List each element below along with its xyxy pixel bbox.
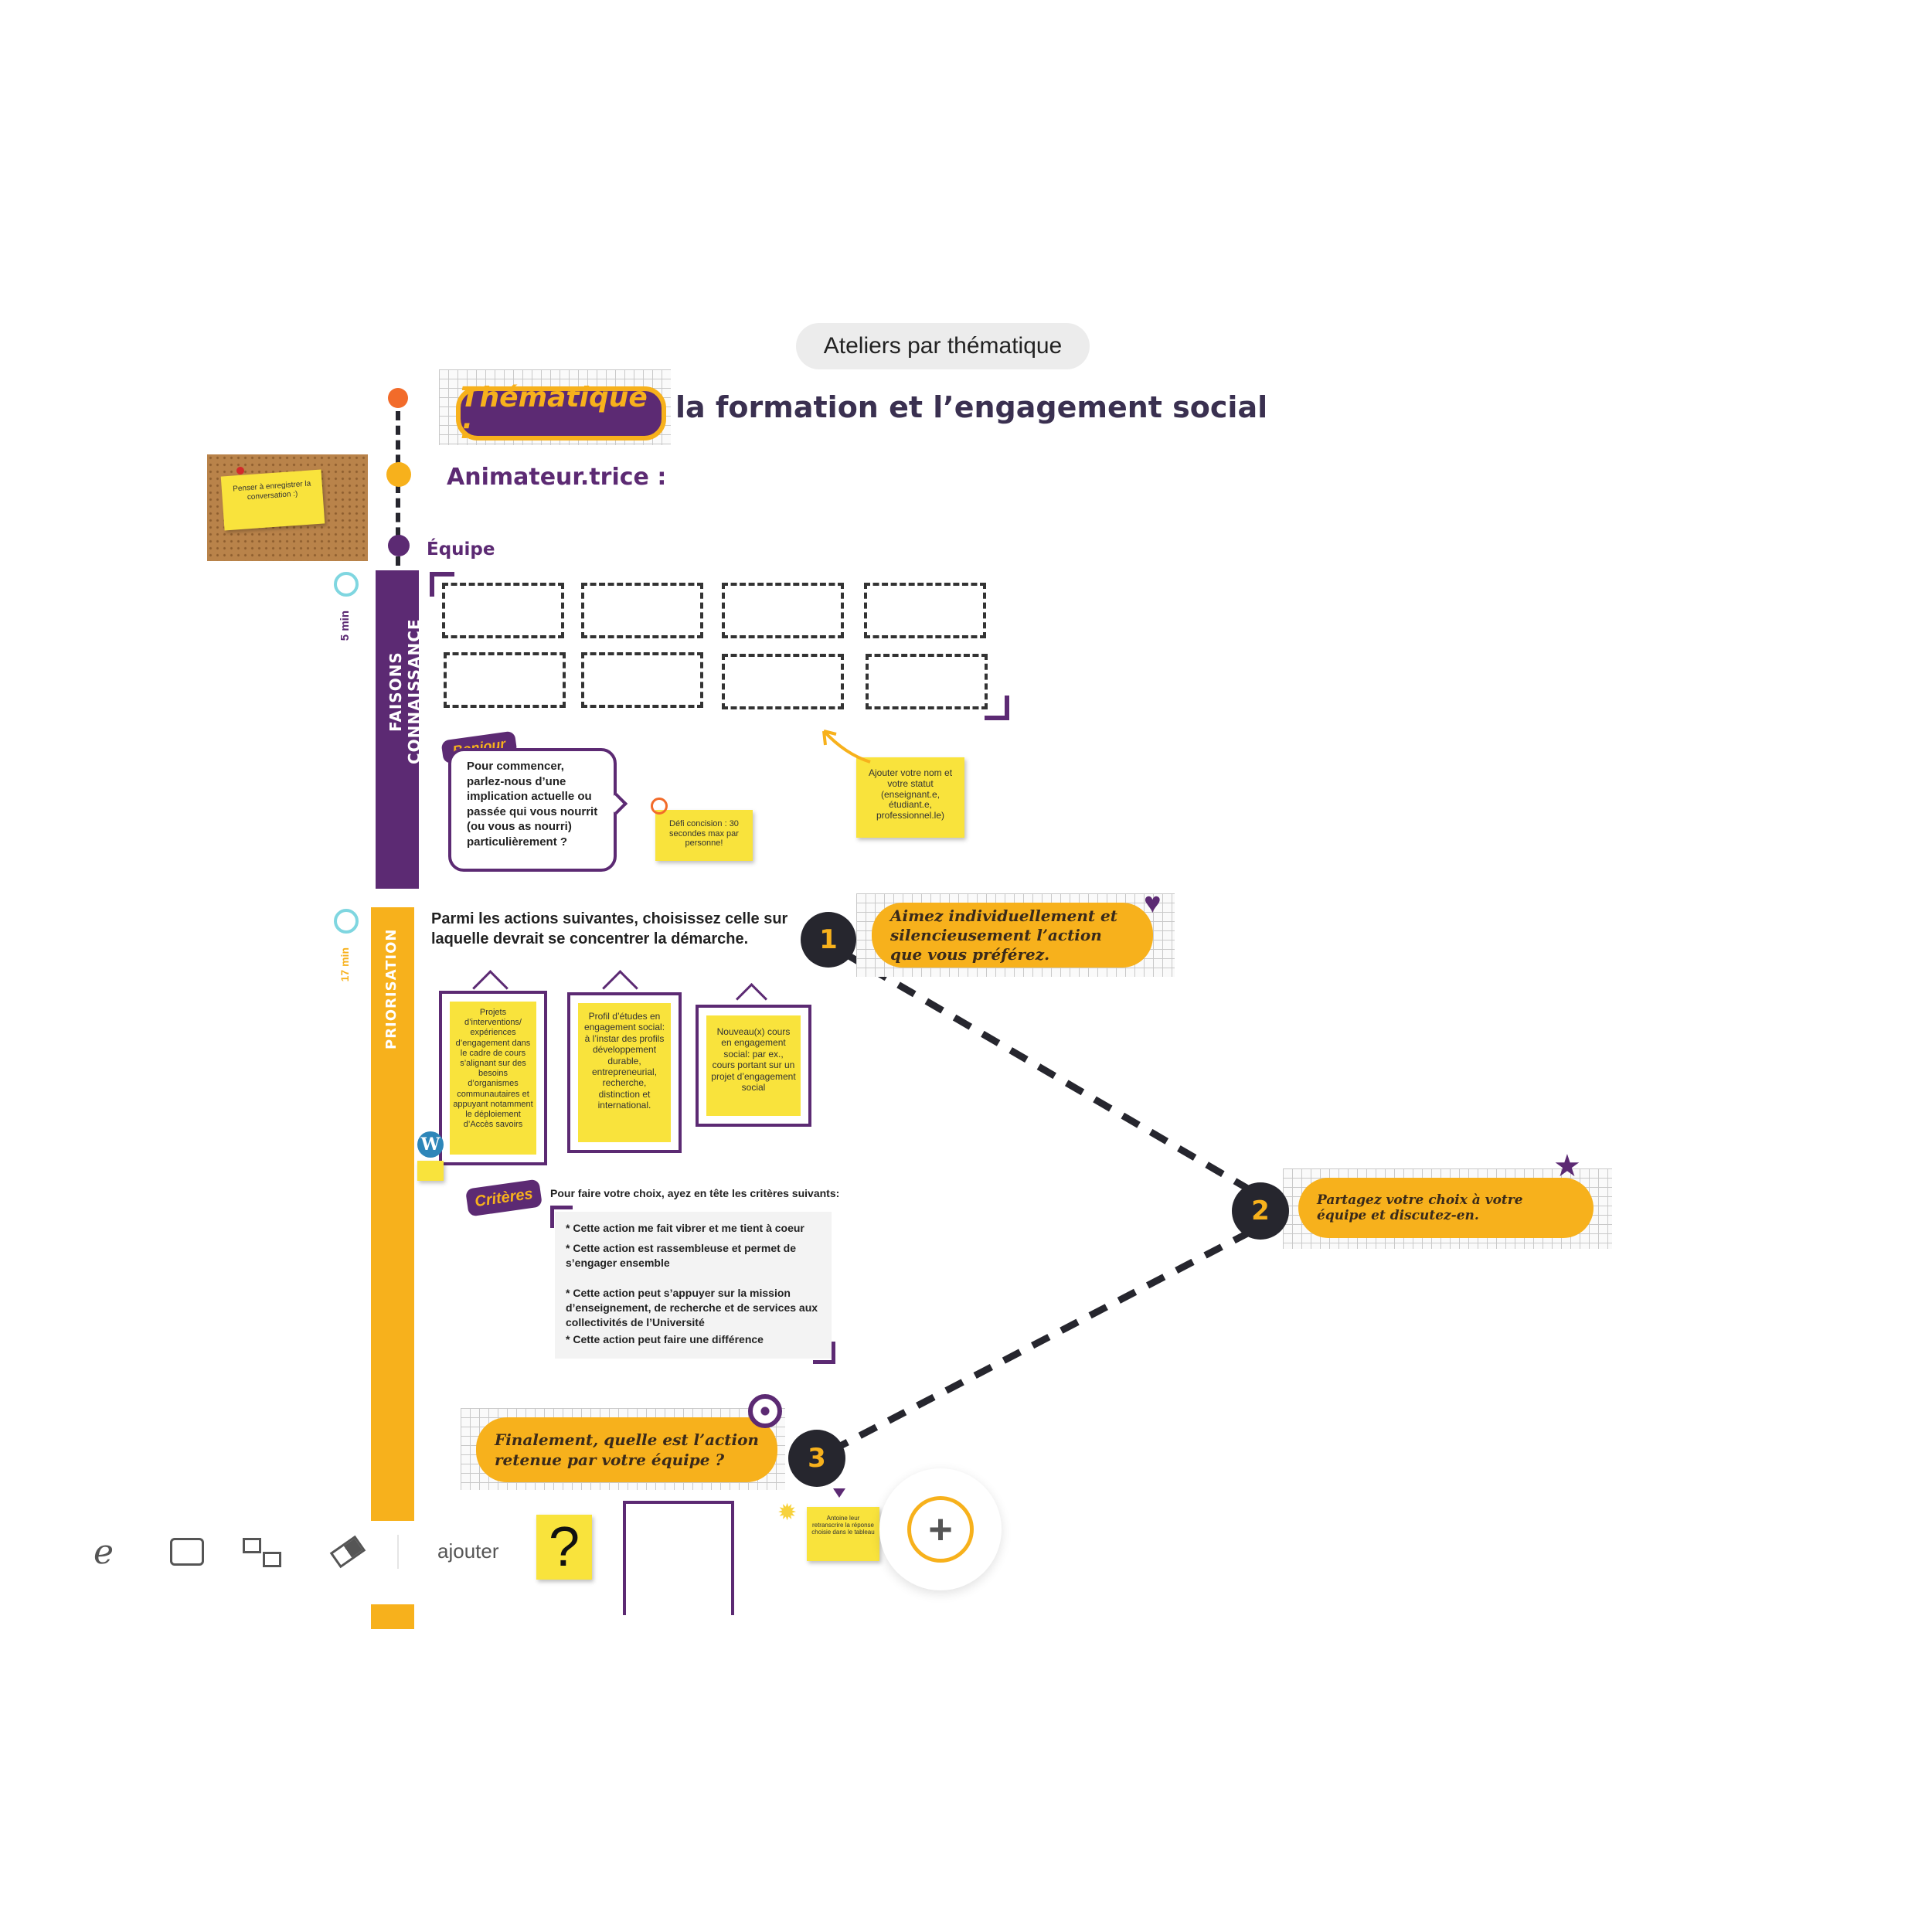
name-slot[interactable] bbox=[722, 654, 844, 709]
name-slot[interactable] bbox=[444, 652, 566, 708]
name-slot[interactable] bbox=[866, 654, 988, 709]
name-slot[interactable] bbox=[581, 652, 703, 708]
criteres-item: * Cette action me fait vibrer et me tien… bbox=[566, 1222, 804, 1234]
lightbulb-icon: ✹ bbox=[777, 1500, 798, 1526]
timer-icon bbox=[651, 798, 668, 815]
action-card[interactable]: Nouveau(x) cours en engagement social: p… bbox=[696, 1005, 811, 1127]
board-tab[interactable]: Ateliers par thématique bbox=[796, 323, 1090, 369]
priorisation-question: Parmi les actions suivantes, choisissez … bbox=[431, 910, 788, 947]
name-slot[interactable] bbox=[442, 583, 564, 638]
step3-marker: 3 bbox=[788, 1430, 845, 1487]
bracket-top-left bbox=[430, 572, 454, 597]
pin-icon bbox=[236, 467, 244, 474]
action-card[interactable]: Projets d’interventions/ expériences d’e… bbox=[439, 991, 547, 1165]
toolbar-divider bbox=[397, 1535, 399, 1569]
add-label[interactable]: ajouter bbox=[437, 1539, 499, 1563]
defi-sticky-note[interactable]: Défi concision : 30 secondes max par per… bbox=[655, 810, 753, 861]
action-card[interactable]: Profil d’études en engagement social: à … bbox=[567, 992, 682, 1153]
plus-icon: + bbox=[907, 1496, 974, 1563]
add-button[interactable]: + bbox=[879, 1468, 1002, 1590]
criteres-panel bbox=[555, 1212, 832, 1359]
page-title: la formation et l’engagement social bbox=[675, 390, 1268, 424]
criteres-item: * Cette action peut s’appuyer sur la mis… bbox=[566, 1287, 818, 1328]
name-instruction-sticky[interactable]: Ajouter votre nom et votre statut (ensei… bbox=[856, 757, 964, 838]
shapes-icon[interactable] bbox=[162, 1529, 212, 1575]
timeline-dashed-line bbox=[396, 411, 400, 566]
section-bar-connaissance bbox=[376, 570, 419, 889]
answer-frame[interactable] bbox=[623, 1501, 734, 1615]
hands-star-icon: ★ bbox=[1553, 1149, 1581, 1183]
arrow-icon bbox=[822, 730, 871, 764]
heart-icon: ♥ bbox=[1144, 887, 1162, 920]
section-bar-priorisation-end bbox=[371, 1604, 414, 1629]
header-tag: Thématique : bbox=[456, 382, 666, 445]
timeline-dot-purple bbox=[388, 535, 410, 556]
down-triangle-icon bbox=[833, 1488, 845, 1498]
name-slot[interactable] bbox=[581, 583, 703, 638]
step1-marker: 1 bbox=[801, 912, 856, 968]
pen-icon[interactable]: ℯ bbox=[93, 1532, 114, 1571]
step1-instruction: Aimez individuellement et silencieusemen… bbox=[872, 903, 1153, 968]
animateur-label: Animateur.trice : bbox=[447, 464, 667, 491]
wordpress-icon: W bbox=[417, 1131, 444, 1158]
action-card-text: Projets d’interventions/ expériences d’e… bbox=[450, 1002, 536, 1155]
step3-question: Finalement, quelle est l’action retenue … bbox=[476, 1417, 777, 1482]
stopwatch-icon bbox=[334, 909, 359, 934]
criteres-intro: Pour faire votre choix, ayez en tête les… bbox=[550, 1187, 840, 1199]
bracket-criteres-top bbox=[550, 1206, 573, 1228]
name-slot[interactable] bbox=[864, 583, 986, 638]
equipe-label: Équipe bbox=[427, 539, 495, 560]
hint-sticky-note[interactable]: Antoine leur retranscrire la réponse cho… bbox=[807, 1507, 879, 1561]
bracket-criteres-bottom bbox=[813, 1342, 835, 1364]
timeline-dot-orange bbox=[388, 388, 408, 408]
section-bar-priorisation bbox=[371, 907, 414, 1521]
question-sticky-note[interactable]: ? bbox=[536, 1515, 592, 1580]
small-sticky-note[interactable] bbox=[417, 1161, 444, 1181]
criteres-item: * Cette action est rassembleuse et perme… bbox=[566, 1242, 797, 1269]
action-card-text: Nouveau(x) cours en engagement social: p… bbox=[706, 1015, 801, 1116]
target-icon bbox=[748, 1394, 782, 1428]
step2-instruction: Partagez votre choix à votre équipe et d… bbox=[1298, 1178, 1594, 1238]
eraser-icon[interactable] bbox=[325, 1529, 371, 1575]
bracket-bottom-right bbox=[985, 696, 1009, 720]
action-card-text: Profil d’études en engagement social: à … bbox=[578, 1003, 671, 1142]
criteres-item: * Cette action peut faire une différence bbox=[566, 1333, 764, 1345]
step2-marker: 2 bbox=[1232, 1182, 1289, 1240]
name-slot[interactable] bbox=[722, 583, 844, 638]
intro-prompt-bubble: Pour commencer, parlez-nous d’une implic… bbox=[448, 748, 617, 872]
connector-icon[interactable] bbox=[243, 1529, 289, 1575]
timeline-dot-yellow bbox=[386, 462, 411, 487]
stopwatch-icon bbox=[334, 572, 359, 597]
